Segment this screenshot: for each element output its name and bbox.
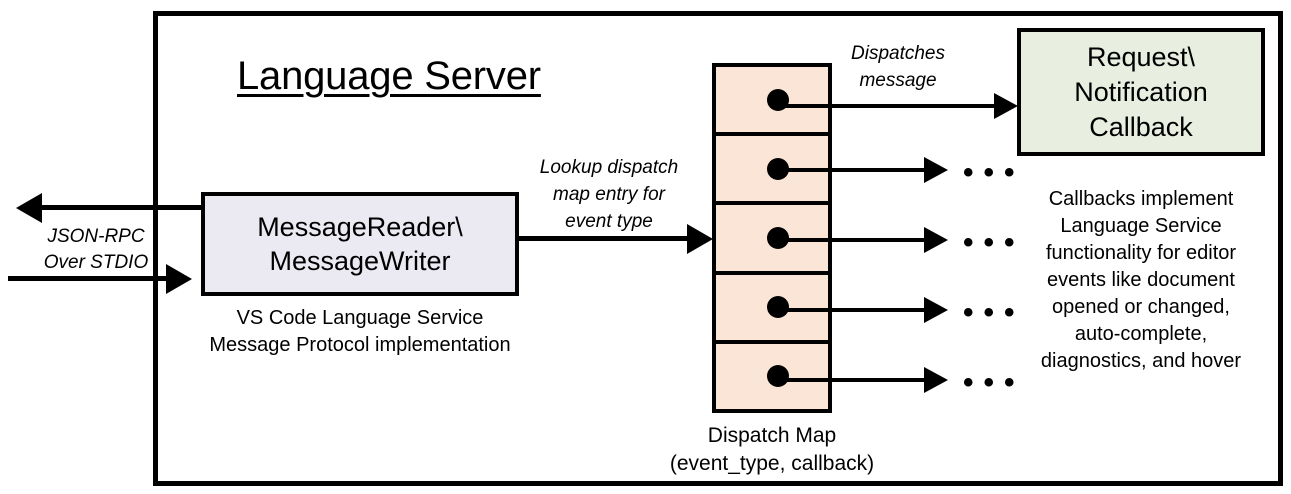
lookup-label-line1: Lookup dispatch xyxy=(539,157,679,178)
transport-label-line1: JSON-RPC xyxy=(47,226,145,247)
message-reader-writer-box[interactable]: MessageReader\ MessageWriter xyxy=(201,192,519,296)
dispatch-map-row[interactable] xyxy=(716,67,828,137)
message-reader-caption-line2: Message Protocol implementation xyxy=(209,334,511,356)
dispatch-row-3-ellipsis: • • • xyxy=(963,226,1017,259)
message-reader-caption-line1: VS Code Language Service xyxy=(236,307,484,329)
dispatch-row-2-ellipsis: • • • xyxy=(963,156,1017,189)
dispatch-map-row[interactable] xyxy=(716,344,828,409)
language-server-frame xyxy=(153,11,1283,486)
callback-description: Callbacks implement Language Service fun… xyxy=(1010,186,1272,375)
dispatch-map-caption: Dispatch Map (event_type, callback) xyxy=(642,422,902,478)
request-notification-callback-box[interactable]: Request\ Notification Callback xyxy=(1017,28,1265,156)
dispatches-label-line1: Dispatches xyxy=(851,43,945,64)
dispatch-row-4-line xyxy=(780,308,926,312)
dispatch-row-4-arrow xyxy=(924,297,948,323)
dispatch-map-row[interactable] xyxy=(716,205,828,275)
lookup-dispatch-label: Lookup dispatch map entry for event type xyxy=(516,154,702,235)
dispatch-map-caption-line2: (event_type, callback) xyxy=(669,452,875,475)
dispatch-row-3-line xyxy=(780,238,926,242)
dispatch-map-table[interactable] xyxy=(712,63,832,413)
dispatch-row-3-arrow xyxy=(924,227,948,253)
message-reader-line2: MessageWriter xyxy=(269,246,451,276)
dispatch-row-5-arrow xyxy=(924,367,948,393)
dispatch-map-caption-line1: Dispatch Map xyxy=(707,424,837,447)
transport-in-line xyxy=(8,276,166,281)
callback-dot-icon xyxy=(767,227,789,249)
dispatches-message-label: Dispatches message xyxy=(838,40,958,94)
dispatch-row-2-arrow xyxy=(924,157,948,183)
dispatch-map-row[interactable] xyxy=(716,275,828,344)
callback-description-line4: events like document xyxy=(1047,269,1235,291)
callback-description-line7: diagnostics, and hover xyxy=(1040,350,1242,372)
transport-out-arrow xyxy=(16,193,42,223)
callback-description-line5: opened or changed, xyxy=(1052,296,1230,318)
dispatch-row-1-line xyxy=(780,104,996,108)
callback-description-line2: Language Service xyxy=(1060,215,1222,237)
callback-dot-icon xyxy=(767,296,789,319)
transport-label: JSON-RPC Over STDIO xyxy=(26,224,166,276)
callback-dot-icon xyxy=(767,157,789,180)
lookup-label-line2: map entry for xyxy=(553,184,665,205)
transport-out-line xyxy=(42,205,205,210)
callback-dot-icon xyxy=(767,365,789,388)
transport-in-arrow xyxy=(166,264,192,294)
dispatch-row-2-line xyxy=(780,168,926,172)
callback-box-line1: Request\ xyxy=(1086,41,1196,72)
dispatch-row-5-ellipsis: • • • xyxy=(963,366,1017,399)
dispatch-map-row[interactable] xyxy=(716,136,828,206)
callback-description-line6: auto-complete, xyxy=(1074,323,1208,345)
callback-description-line3: functionality for editor xyxy=(1045,242,1237,264)
dispatch-row-4-ellipsis: • • • xyxy=(963,296,1017,329)
lookup-arrow-line xyxy=(519,236,687,241)
language-server-title: Language Server xyxy=(237,54,541,98)
dispatch-row-1-arrow xyxy=(994,93,1018,119)
callback-box-line2: Notification xyxy=(1074,76,1208,107)
lookup-arrow-head xyxy=(687,224,713,254)
message-reader-caption: VS Code Language Service Message Protoco… xyxy=(185,305,535,359)
dispatch-row-5-line xyxy=(780,378,926,382)
lookup-label-line3: event type xyxy=(565,211,653,232)
callback-description-line1: Callbacks implement xyxy=(1048,188,1234,210)
message-reader-line1: MessageReader\ xyxy=(257,212,463,242)
callback-box-line3: Callback xyxy=(1089,111,1193,142)
dispatches-label-line2: message xyxy=(859,70,937,91)
transport-label-line2: Over STDIO xyxy=(43,252,149,273)
